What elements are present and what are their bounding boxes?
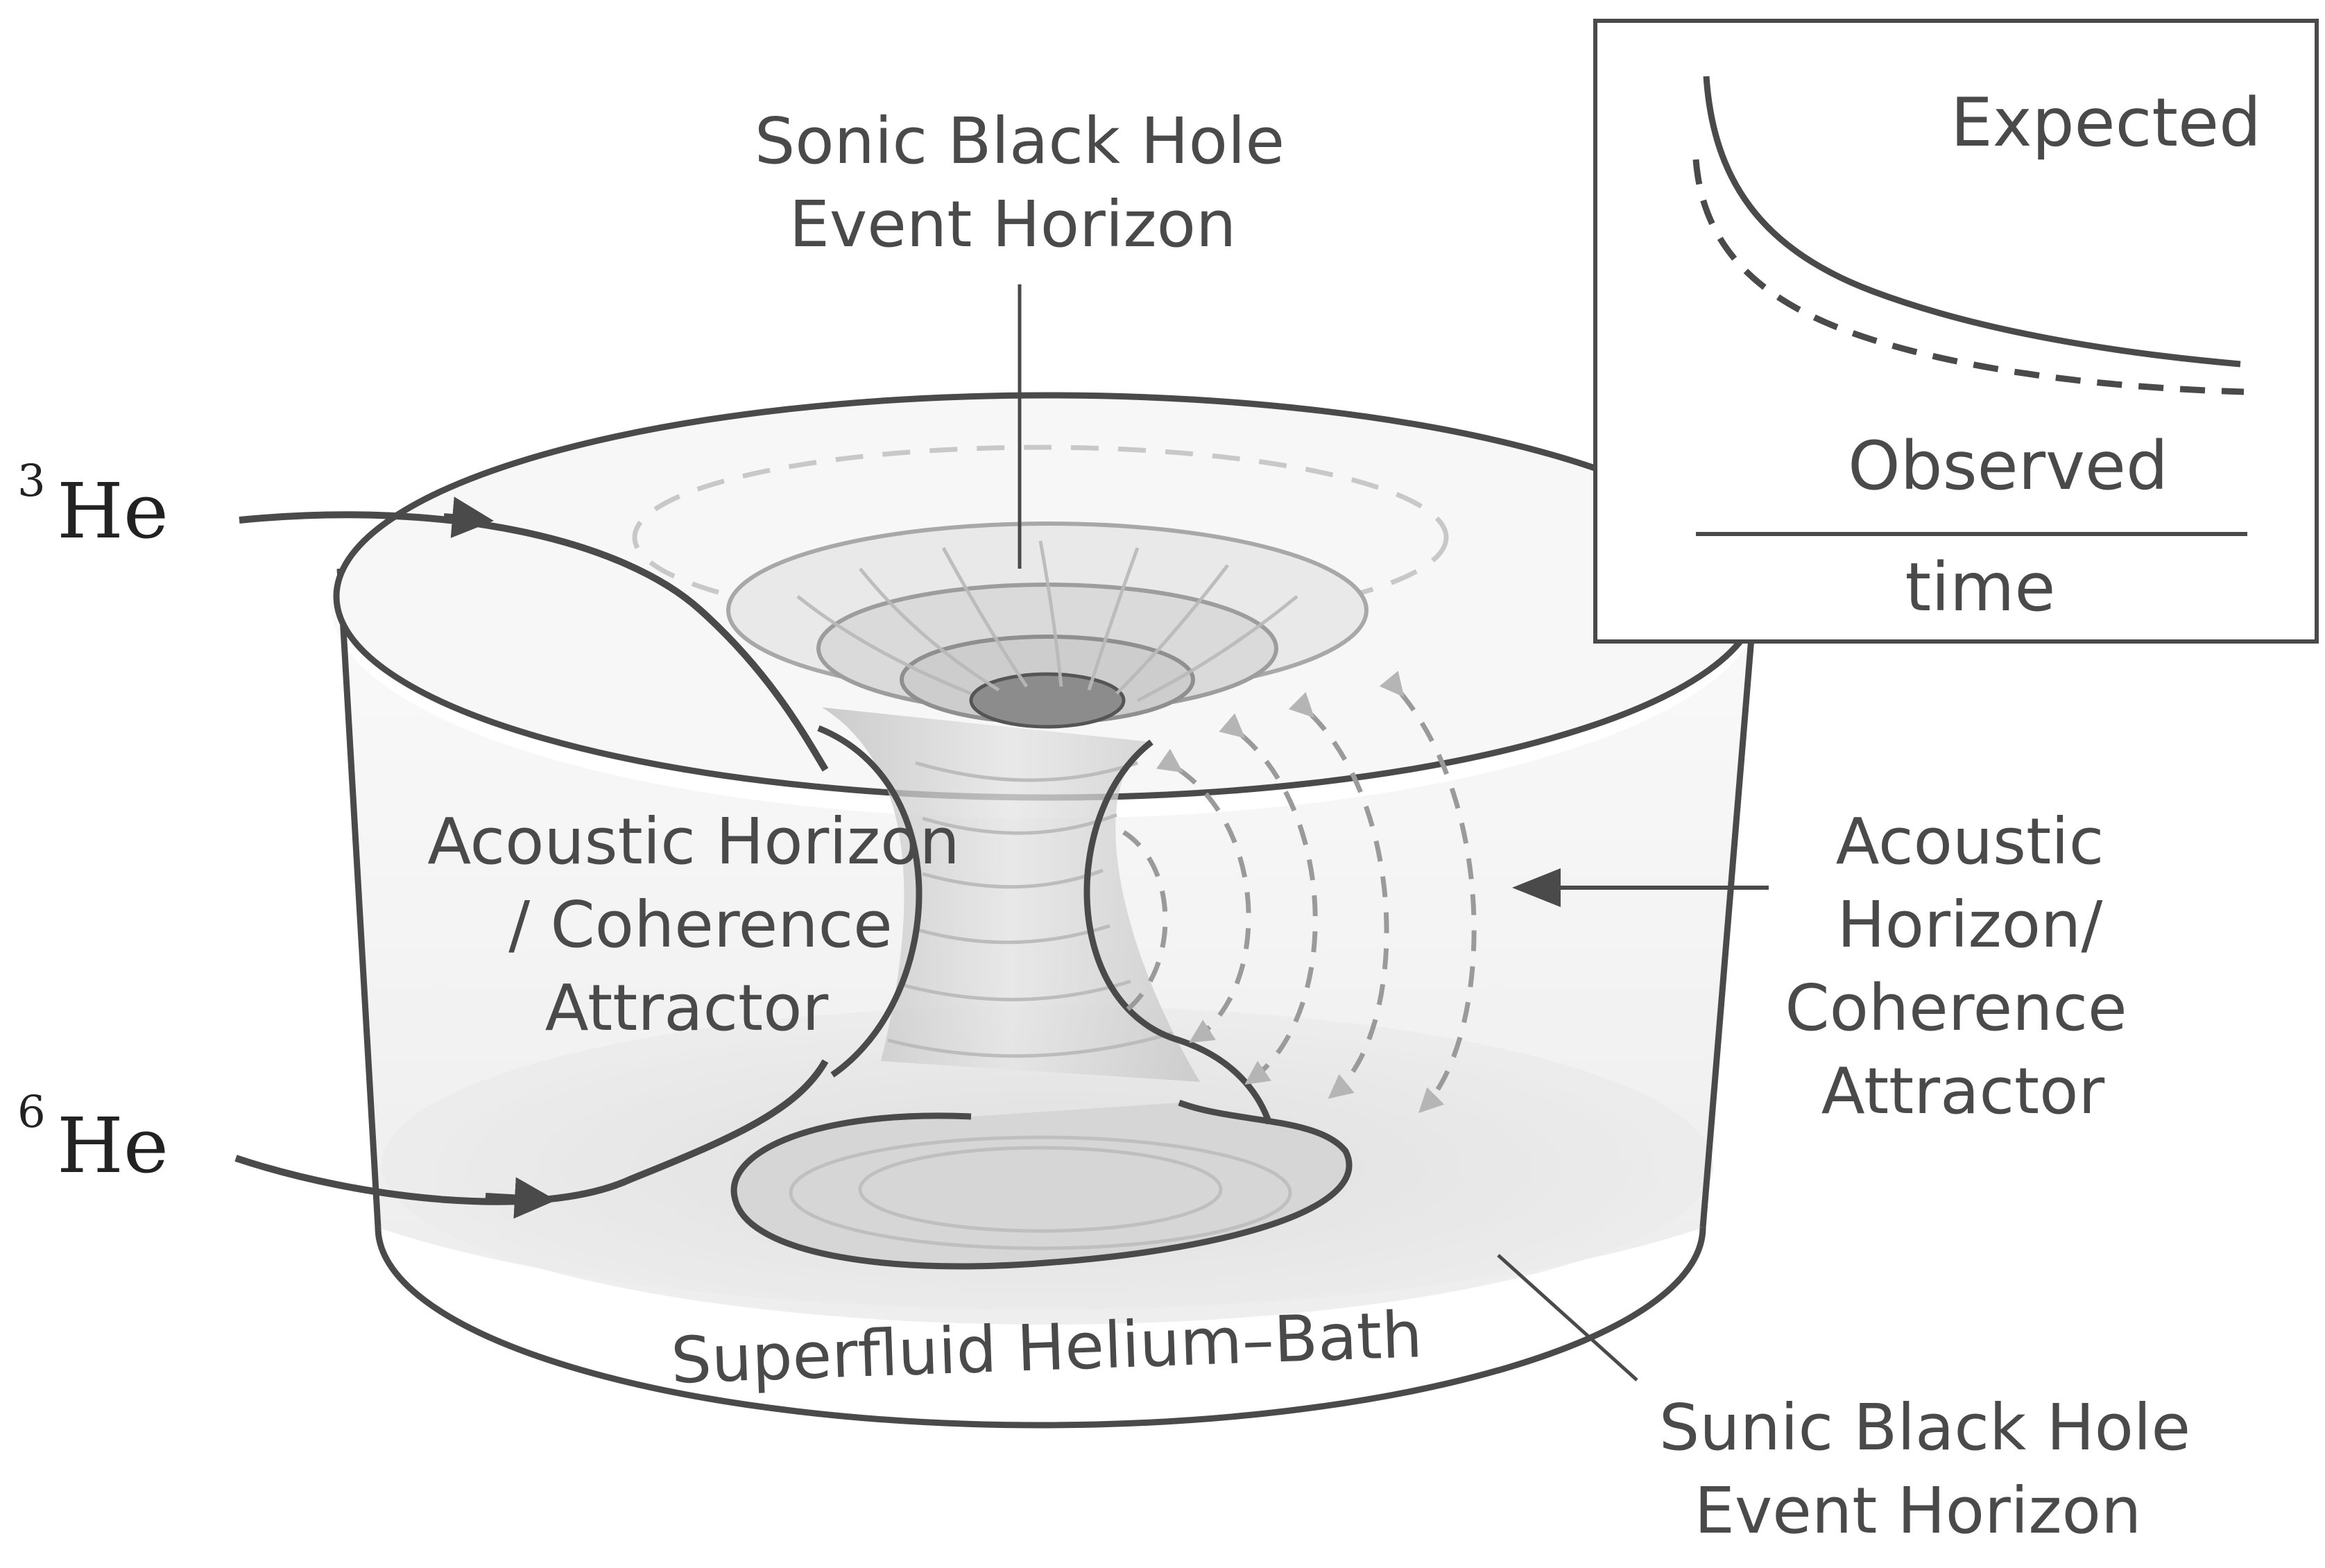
right-label-line1: Acoustic: [1836, 804, 2104, 879]
right-label-pointer: [1512, 868, 1769, 907]
left-label-line3: Attractor: [545, 971, 829, 1045]
svg-text:3: 3: [17, 456, 46, 507]
expected-curve: [1703, 76, 2241, 368]
acoustic-flow-lines: [1122, 671, 1477, 1113]
container-bottom-rim: [375, 1227, 1706, 1429]
vortex-bottom-bowl: [730, 1099, 1353, 1270]
inset-plot: Expected Observed time: [1593, 19, 2319, 644]
left-label-line2: / Coherence: [508, 888, 893, 962]
right-label-line2: Horizon/: [1837, 888, 2103, 962]
bath-label: Superfluid Helium–Bath: [670, 1298, 1424, 1398]
svg-text:He: He: [57, 1101, 169, 1190]
he6-label: 6 He: [17, 1087, 169, 1190]
svg-text:He: He: [57, 467, 169, 555]
top-label-line1: Sonic Black Hole: [755, 104, 1285, 178]
right-label-line4: Attractor: [1821, 1054, 2105, 1128]
observed-curve: [1692, 159, 2245, 395]
he3-trajectory: [239, 497, 829, 772]
svg-text:6: 6: [17, 1087, 46, 1138]
left-label-line1: Acoustic Horizon: [427, 804, 960, 879]
bottom-label-line2: Event Horizon: [1695, 1474, 2142, 1548]
expected-label: Expected: [1950, 84, 2261, 162]
he6-trajectory: [234, 1059, 829, 1219]
top-label-line2: Event Horizon: [789, 187, 1237, 261]
vortex-core: [969, 672, 1126, 729]
time-axis-label: time: [1905, 549, 2056, 626]
bottom-label-line1: Sunic Black Hole: [1659, 1390, 2190, 1465]
bottom-label-leader: [1497, 1254, 1638, 1381]
vortex-funnel: [632, 445, 1449, 1270]
he3-label: 3 He: [17, 456, 169, 555]
right-label-line3: Coherence: [1785, 971, 2127, 1045]
observed-label: Observed: [1848, 427, 2168, 505]
